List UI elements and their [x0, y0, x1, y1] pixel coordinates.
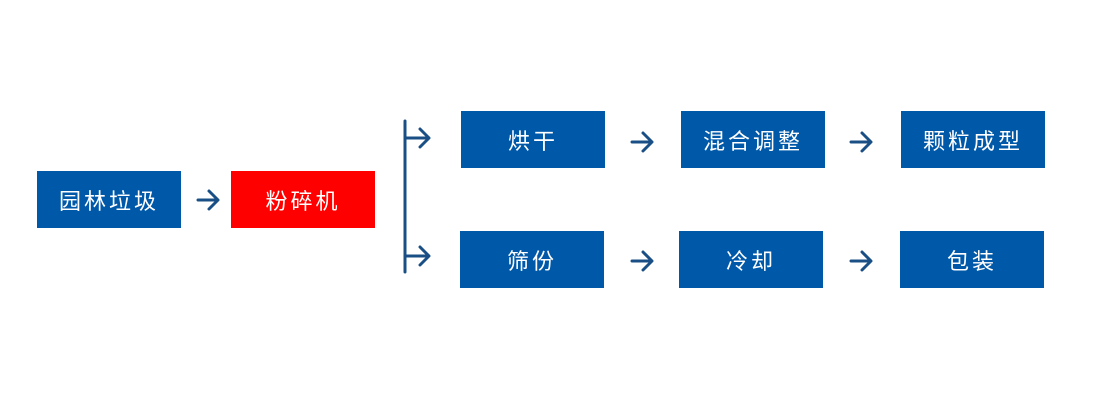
node-garden-waste: 园林垃圾: [37, 171, 181, 228]
node-granulation: 颗粒成型: [901, 111, 1045, 168]
arrow-cooling-to-packing: [849, 250, 873, 272]
arrow-drying-to-mixing: [630, 131, 654, 153]
node-drying: 烘干: [461, 111, 605, 168]
node-mixing: 混合调整: [681, 111, 825, 168]
arrow-input-to-crusher: [196, 189, 220, 211]
node-screening: 筛份: [460, 231, 604, 288]
arrow-branch-to-screening: [403, 245, 431, 267]
arrow-mixing-to-granulation: [849, 131, 873, 153]
arrow-screening-to-cooling: [630, 250, 654, 272]
node-packing: 包装: [900, 231, 1044, 288]
node-cooling: 冷却: [679, 231, 823, 288]
arrow-branch-to-drying: [403, 127, 431, 149]
node-crusher: 粉碎机: [231, 171, 375, 228]
